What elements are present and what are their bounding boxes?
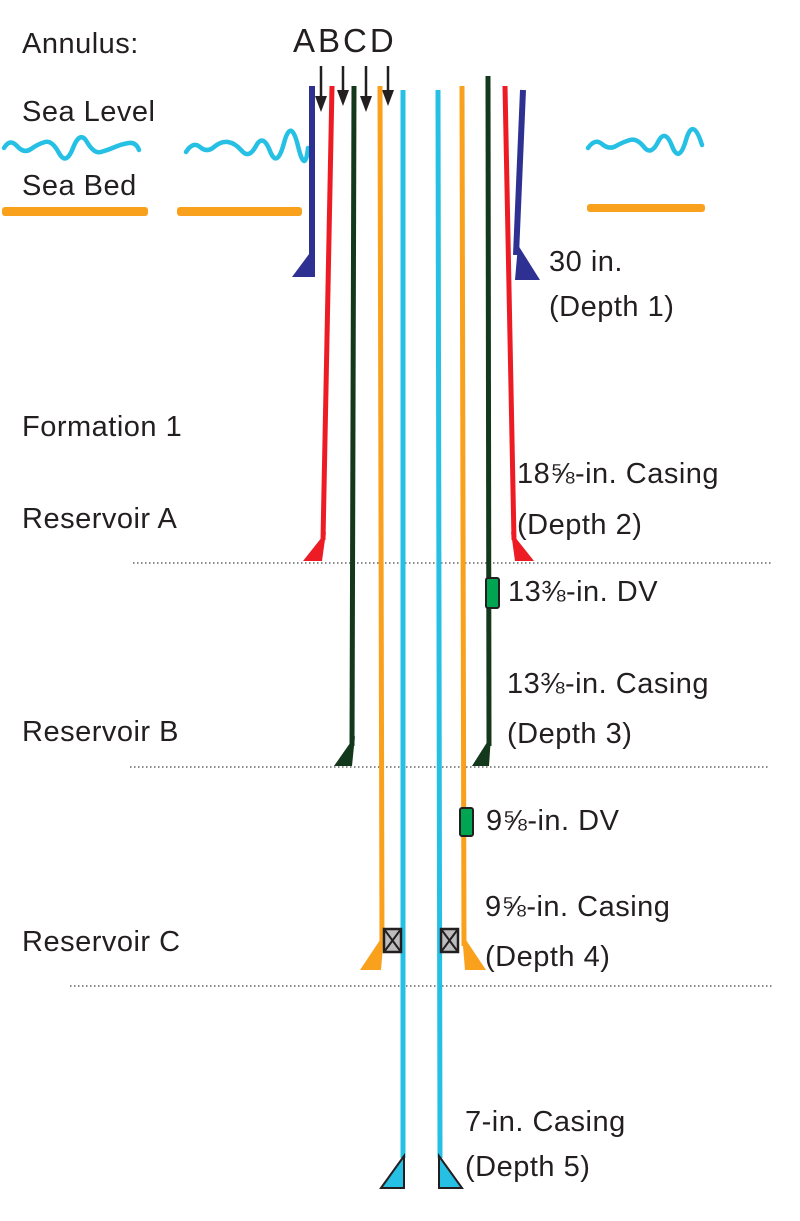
- annulus-letters-label: ABCD: [293, 22, 397, 59]
- sea-level-label: Sea Level: [22, 96, 156, 128]
- casing-9-5-8in-right-wall: [459, 85, 467, 947]
- annulus-label: Annulus:: [22, 28, 139, 60]
- casing-13-3-8in-right-shoe: [472, 736, 491, 766]
- sea-bed-line-left: [2, 207, 148, 216]
- formation-1-label: Formation 1: [22, 411, 183, 443]
- casing-9-5-8in: [360, 85, 486, 970]
- annulus-packer-right: [439, 927, 460, 954]
- casing-18-5-8in: [303, 85, 534, 561]
- casing-9-5-8in-right-shoe: [462, 934, 486, 970]
- dv-13-3-8in-label: 13⅜-in. DV: [508, 576, 659, 608]
- dv-9-5-8in-label: 9⅝-in. DV: [486, 805, 620, 837]
- casing-30in-size-label: 30 in.: [549, 246, 623, 278]
- sea-level-wave-right: [585, 127, 705, 156]
- casing-18-5-8in-left-wall: [320, 85, 335, 541]
- casing-18-5-8in-left-shoe: [303, 532, 326, 561]
- casing-30in-left-shoe: [292, 246, 315, 277]
- annulus-arrow-d: [382, 66, 394, 106]
- casing-13-3-8in: [334, 75, 500, 766]
- casing-18-5-8in-right-wall: [502, 85, 517, 541]
- casing-7in: [379, 89, 464, 1189]
- annulus-arrows: [315, 66, 394, 112]
- sea-bed-line-middle: [177, 207, 302, 216]
- casing-7in-right-wall: [435, 89, 443, 1159]
- reservoir-c-label: Reservoir C: [22, 926, 181, 958]
- casing-7in-right-shoe: [438, 1152, 464, 1189]
- casing-30in-depth-label: (Depth 1): [549, 291, 675, 323]
- sea-level-wave-icon: [1, 127, 705, 164]
- casing-13-3-8in-depth-label: (Depth 3): [507, 718, 633, 750]
- reservoir-b-label: Reservoir B: [22, 716, 179, 748]
- casing-9-5-8in-left-shoe: [360, 934, 384, 970]
- annulus-packer-left: [382, 927, 403, 954]
- casing-9-5-8in-size-label: 9⅝-in. Casing: [485, 891, 671, 923]
- casing-18-5-8in-depth-label: (Depth 2): [517, 509, 643, 541]
- casing-7in-depth-label: (Depth 5): [465, 1151, 591, 1183]
- reservoir-a-label: Reservoir A: [22, 503, 178, 535]
- sea-bed-line-icon: [2, 204, 705, 216]
- casing-13-3-8in-left-shoe: [334, 736, 355, 766]
- casing-30in-right-wall: [513, 89, 526, 256]
- annulus-arrow-a: [315, 66, 327, 112]
- casing-18-5-8in-right-shoe: [511, 532, 534, 561]
- casing-13-3-8in-right-wall: [485, 75, 492, 747]
- casing-13-3-8in-left-wall: [349, 85, 357, 747]
- casing-30in-right-shoe: [515, 245, 540, 280]
- casing-30in: [292, 86, 540, 280]
- casing-7in-size-label: 7-in. Casing: [465, 1106, 626, 1138]
- dv-tool-9-5-8in-icon: [459, 807, 474, 837]
- sea-level-wave-left: [1, 134, 142, 161]
- casing-7in-left-shoe: [379, 1152, 405, 1189]
- casing-9-5-8in-depth-label: (Depth 4): [485, 941, 611, 973]
- annulus-arrow-c: [360, 66, 372, 112]
- casing-9-5-8in-left-wall: [377, 85, 385, 947]
- sea-bed-label: Sea Bed: [22, 170, 137, 202]
- sea-bed-line-right: [587, 204, 705, 212]
- annulus-arrow-b: [337, 66, 349, 106]
- dv-tool-13-3-8in-icon: [485, 577, 500, 609]
- sea-level-wave-middle: [183, 128, 311, 164]
- casing-18-5-8in-size-label: 18⅝-in. Casing: [517, 458, 720, 490]
- casing-13-3-8in-size-label: 13⅜-in. Casing: [507, 668, 710, 700]
